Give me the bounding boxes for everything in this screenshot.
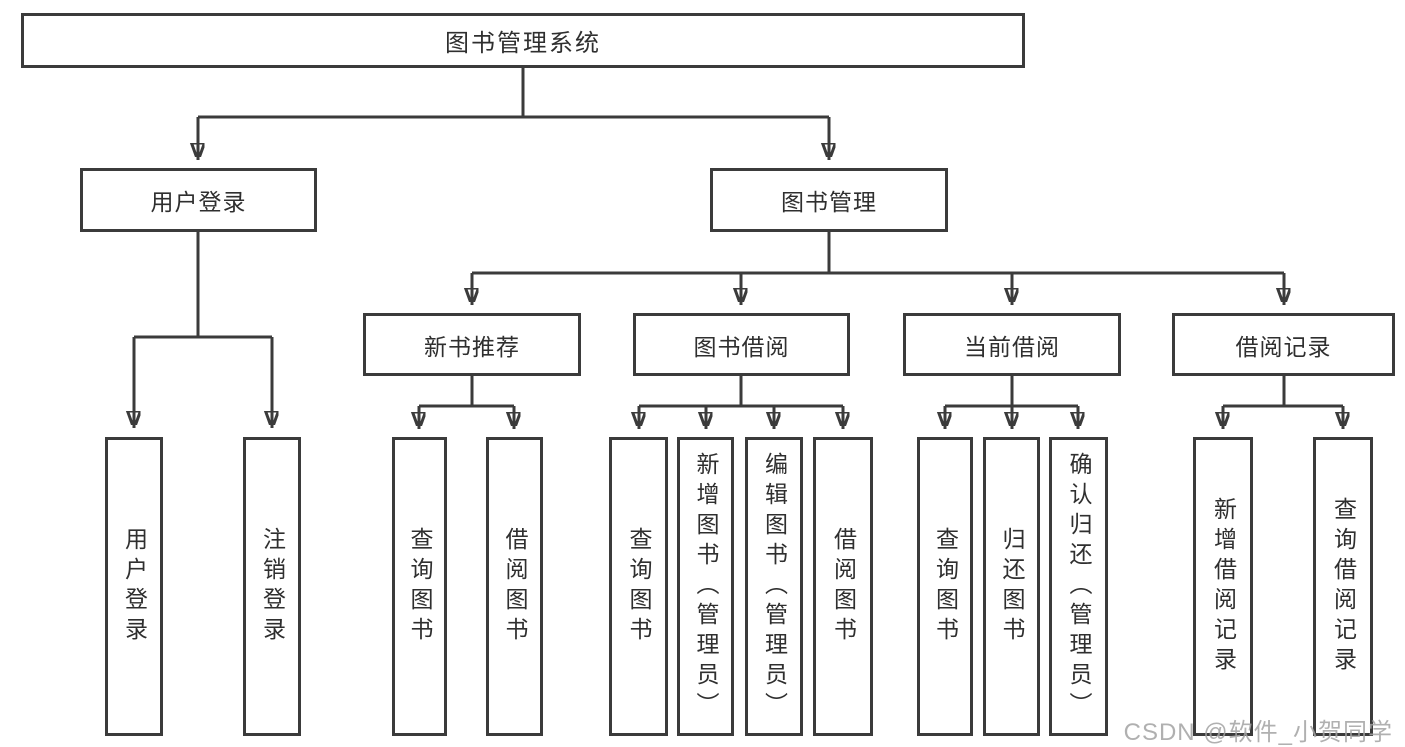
leaf-borrow-book-label: 借阅图书 <box>830 526 857 647</box>
node-new-book-recommend-label: 新书推荐 <box>424 333 520 360</box>
leaf-query-book-borrow: 查询图书 <box>609 437 668 736</box>
leaf-return-book: 归还图书 <box>983 437 1040 736</box>
leaf-user-login: 用户登录 <box>105 437 163 736</box>
leaf-add-book-admin: 新增图书（管理员） <box>677 437 734 736</box>
leaf-query-book-current: 查询图书 <box>917 437 973 736</box>
leaf-query-borrow-record-label: 查询借阅记录 <box>1330 496 1357 677</box>
leaf-logout-label: 注销登录 <box>259 526 286 647</box>
leaf-query-book-current-label: 查询图书 <box>932 526 959 647</box>
node-book-borrow-label: 图书借阅 <box>693 333 790 360</box>
leaf-add-book-admin-label: 新增图书（管理员） <box>693 451 719 722</box>
node-user-login: 用户登录 <box>80 168 317 232</box>
leaf-query-book-recommend-label: 查询图书 <box>407 526 433 647</box>
node-new-book-recommend: 新书推荐 <box>363 313 581 376</box>
leaf-logout: 注销登录 <box>243 437 301 736</box>
leaf-add-borrow-record: 新增借阅记录 <box>1193 437 1253 736</box>
node-book-management: 图书管理 <box>710 168 948 232</box>
leaf-edit-book-admin: 编辑图书（管理员） <box>745 437 803 736</box>
node-book-borrow: 图书借阅 <box>633 313 850 376</box>
node-current-borrow-label: 当前借阅 <box>964 333 1060 360</box>
node-borrow-records-label: 借阅记录 <box>1235 333 1332 360</box>
node-borrow-records: 借阅记录 <box>1172 313 1395 376</box>
leaf-borrow-book: 借阅图书 <box>813 437 873 736</box>
leaf-query-borrow-record: 查询借阅记录 <box>1313 437 1373 736</box>
leaf-confirm-return-admin-label: 确认归还（管理员） <box>1066 451 1092 722</box>
node-current-borrow: 当前借阅 <box>903 313 1121 376</box>
leaf-user-login-label: 用户登录 <box>121 526 148 647</box>
leaf-borrow-book-recommend-label: 借阅图书 <box>502 526 528 647</box>
leaf-borrow-book-recommend: 借阅图书 <box>486 437 543 736</box>
node-root-label: 图书管理系统 <box>445 30 601 57</box>
csdn-watermark: CSDN @软件_小贺同学 <box>1123 719 1393 746</box>
leaf-edit-book-admin-label: 编辑图书（管理员） <box>761 451 788 722</box>
leaf-confirm-return-admin: 确认归还（管理员） <box>1049 437 1108 736</box>
node-user-login-label: 用户登录 <box>150 189 247 215</box>
node-root: 图书管理系统 <box>21 13 1025 68</box>
leaf-add-borrow-record-label: 新增借阅记录 <box>1210 496 1237 677</box>
leaf-query-book-recommend: 查询图书 <box>392 437 447 736</box>
leaf-return-book-label: 归还图书 <box>999 526 1025 647</box>
leaf-query-book-borrow-label: 查询图书 <box>626 526 652 647</box>
node-book-management-label: 图书管理 <box>781 189 877 215</box>
